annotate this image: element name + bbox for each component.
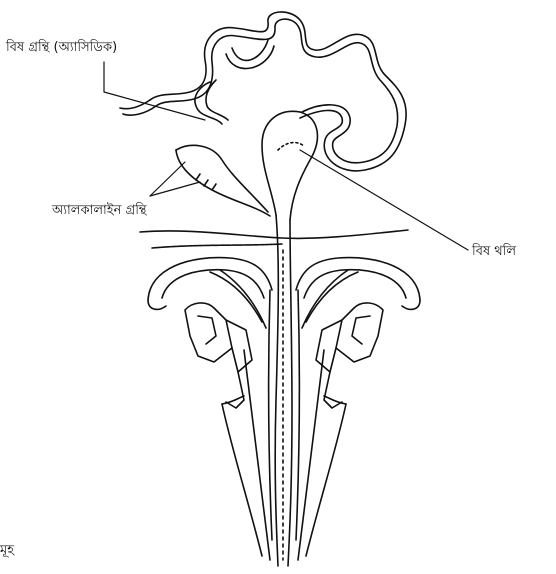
alkaline-gland-label: অ্যালকালাইন গ্রন্থি [52,204,147,217]
alkaline-gland [176,145,270,216]
left-plate [185,303,252,408]
stylet-shaft [269,215,300,566]
venom-sac [262,111,317,220]
right-plate [316,303,383,408]
acid-gland-tubule [120,12,406,171]
caption-fragment: মূহ [0,544,14,557]
venom-sac-label: বিষ থলি [472,245,516,258]
acid-gland-label: বিষ গ্রন্থি (অ্যাসিডিক) [6,41,117,54]
basal-plate [140,230,408,248]
left-sting-sheath [222,350,270,560]
leader-lines [104,62,468,250]
right-sting-sheath [298,350,346,560]
leader-venom-sac [300,150,468,250]
leader-acid-gland [104,62,205,120]
